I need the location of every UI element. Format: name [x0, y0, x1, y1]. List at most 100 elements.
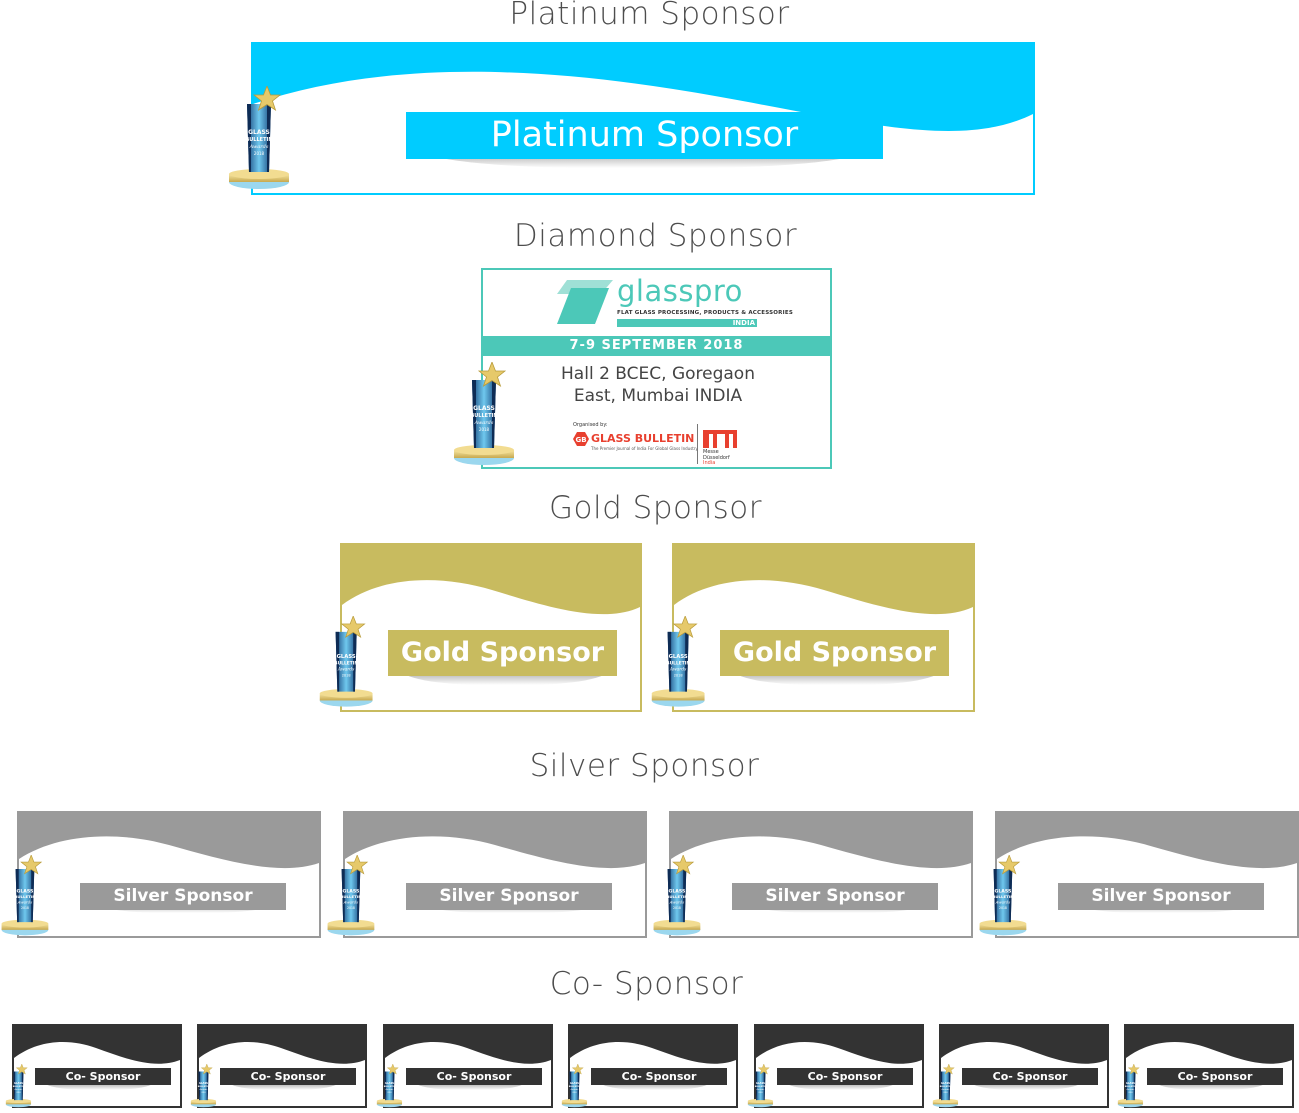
label-shadow — [786, 1082, 896, 1090]
diamond-heading: Diamond Sponsor — [513, 218, 798, 254]
silver-sponsor-card[interactable]: Silver Sponsor — [17, 811, 321, 938]
svg-text:GLASS: GLASS — [669, 888, 687, 894]
silver-label-3: Silver Sponsor — [732, 883, 938, 910]
co-sponsor-label-4: Co- Sponsor — [591, 1068, 727, 1085]
svg-text:BULLETIN: BULLETIN — [1125, 1086, 1137, 1088]
glass-bulletin-name: GLASS BULLETIN — [591, 432, 695, 445]
gold-sponsor-card[interactable]: Gold Sponsor — [672, 543, 975, 712]
co-sponsor-card[interactable]: Co- Sponsor — [939, 1024, 1109, 1108]
gold-sponsor-card[interactable]: Gold Sponsor — [340, 543, 642, 712]
svg-text:GLASS: GLASS — [669, 654, 688, 660]
co-sponsor-card[interactable]: Co- Sponsor — [12, 1024, 182, 1108]
organiser-divider — [697, 424, 698, 464]
co-sponsor-card[interactable]: Co- Sponsor — [754, 1024, 924, 1108]
svg-text:BULLETIN: BULLETIN — [940, 1086, 952, 1088]
svg-text:2018: 2018 — [572, 1092, 576, 1094]
co-sponsor-card[interactable]: Co- Sponsor — [568, 1024, 738, 1108]
svg-text:2018: 2018 — [254, 151, 265, 156]
svg-text:GLASS: GLASS — [756, 1081, 765, 1085]
co-sponsor-card[interactable]: Co- Sponsor — [1124, 1024, 1294, 1108]
org2-line-2: Düsseldorf — [703, 454, 730, 461]
svg-text:GLASS: GLASS — [385, 1081, 394, 1085]
card-wave-banner — [342, 545, 640, 615]
trophy-icon: GLASS BULLETIN Awards 2018 — [5, 1063, 32, 1113]
svg-text:2018: 2018 — [347, 906, 355, 910]
svg-text:Awards: Awards — [570, 1089, 579, 1091]
card-wave-banner — [570, 1026, 736, 1064]
label-shadow — [600, 1082, 710, 1090]
co-sponsor-label-7: Co- Sponsor — [1147, 1068, 1283, 1085]
trophy-icon: GLASS BULLETIN Awards 2018 — [652, 854, 702, 942]
svg-text:GLASS: GLASS — [337, 654, 356, 660]
svg-text:2018: 2018 — [758, 1092, 762, 1094]
label-shadow — [971, 1082, 1081, 1090]
svg-text:Awards: Awards — [249, 144, 269, 150]
glass-bulletin-tagline: The Premier Journal of India For Global … — [591, 446, 698, 451]
card-wave-banner — [199, 1026, 365, 1064]
svg-text:GLASS: GLASS — [14, 1081, 23, 1085]
silver-sponsor-card[interactable]: Silver Sponsor — [995, 811, 1299, 938]
label-shadow — [415, 1082, 525, 1090]
svg-text:GLASS: GLASS — [473, 405, 495, 412]
card-wave-banner — [19, 813, 319, 869]
platinum-heading: Platinum Sponsor — [509, 0, 790, 32]
card-wave-banner — [674, 545, 973, 615]
label-shadow — [229, 1082, 339, 1090]
trophy-icon: GLASS BULLETIN Awards 2018 — [0, 854, 50, 942]
svg-text:Awards: Awards — [995, 899, 1011, 904]
co-sponsor-card[interactable]: Co- Sponsor — [197, 1024, 367, 1108]
glasspro-country: INDIA — [617, 319, 757, 327]
trophy-icon: GLASS BULLETIN Awards 2018 — [326, 854, 376, 942]
svg-text:GLASS: GLASS — [343, 888, 361, 894]
svg-text:Awards: Awards — [669, 668, 687, 673]
card-wave-banner — [253, 44, 1033, 131]
glasspro-logo-icon — [557, 280, 613, 324]
svg-text:GLASS: GLASS — [17, 888, 35, 894]
svg-text:Awards: Awards — [474, 420, 494, 426]
silver-sponsor-card[interactable]: Silver Sponsor — [343, 811, 647, 938]
svg-text:2018: 2018 — [999, 906, 1007, 910]
svg-text:GLASS: GLASS — [995, 888, 1013, 894]
trophy-icon: GLASS BULLETIN Awards 2018 — [561, 1063, 588, 1113]
svg-text:GLASS: GLASS — [941, 1081, 950, 1085]
co-sponsor-card[interactable]: Co- Sponsor — [383, 1024, 553, 1108]
svg-text:Awards: Awards — [199, 1089, 208, 1091]
trophy-icon: GLASS BULLETIN Awards 2018 — [318, 615, 374, 713]
trophy-icon: GLASS BULLETIN Awards 2018 — [452, 360, 516, 472]
co-sponsor-heading: Co- Sponsor — [549, 966, 744, 1002]
svg-text:Awards: Awards — [756, 1089, 765, 1091]
platinum-label: Platinum Sponsor — [406, 112, 883, 159]
svg-text:Awards: Awards — [1126, 1089, 1135, 1091]
co-sponsor-label-1: Co- Sponsor — [35, 1068, 171, 1085]
organised-by-label: Organised by: — [573, 422, 608, 428]
trophy-icon: GLASS BULLETIN Awards 2018 — [227, 84, 291, 196]
svg-text:GLASS: GLASS — [570, 1081, 579, 1085]
silver-label-2: Silver Sponsor — [406, 883, 612, 910]
co-sponsor-label-6: Co- Sponsor — [962, 1068, 1098, 1085]
gold-heading: Gold Sponsor — [549, 490, 762, 526]
venue-line-1: Hall 2 BCEC, Goregaon — [561, 364, 755, 384]
svg-text:BULLETIN: BULLETIN — [569, 1086, 581, 1088]
card-wave-banner — [385, 1026, 551, 1064]
trophy-icon: GLASS BULLETIN Awards 2018 — [190, 1063, 217, 1113]
org2-line-3: India — [703, 460, 716, 466]
silver-sponsor-card[interactable]: Silver Sponsor — [669, 811, 973, 938]
diamond-sponsor-card[interactable]: glasspro FLAT GLASS PROCESSING, PRODUCTS… — [481, 268, 832, 469]
svg-text:Awards: Awards — [343, 899, 359, 904]
svg-text:Awards: Awards — [337, 668, 355, 673]
svg-text:2018: 2018 — [943, 1092, 947, 1094]
svg-text:BULLETIN: BULLETIN — [245, 137, 272, 143]
platinum-sponsor-card[interactable]: Platinum Sponsor — [251, 42, 1035, 195]
card-wave-banner — [756, 1026, 922, 1064]
svg-text:BULLETIN: BULLETIN — [340, 894, 361, 899]
svg-text:GB: GB — [575, 436, 586, 444]
label-shadow — [44, 1082, 154, 1090]
card-wave-banner — [671, 813, 971, 869]
svg-text:BULLETIN: BULLETIN — [384, 1086, 396, 1088]
svg-text:2018: 2018 — [16, 1092, 20, 1094]
svg-text:BULLETIN: BULLETIN — [666, 660, 690, 666]
svg-text:BULLETIN: BULLETIN — [14, 894, 35, 899]
svg-text:2018: 2018 — [1128, 1092, 1132, 1094]
svg-text:Awards: Awards — [17, 899, 33, 904]
svg-text:2018: 2018 — [674, 674, 683, 678]
